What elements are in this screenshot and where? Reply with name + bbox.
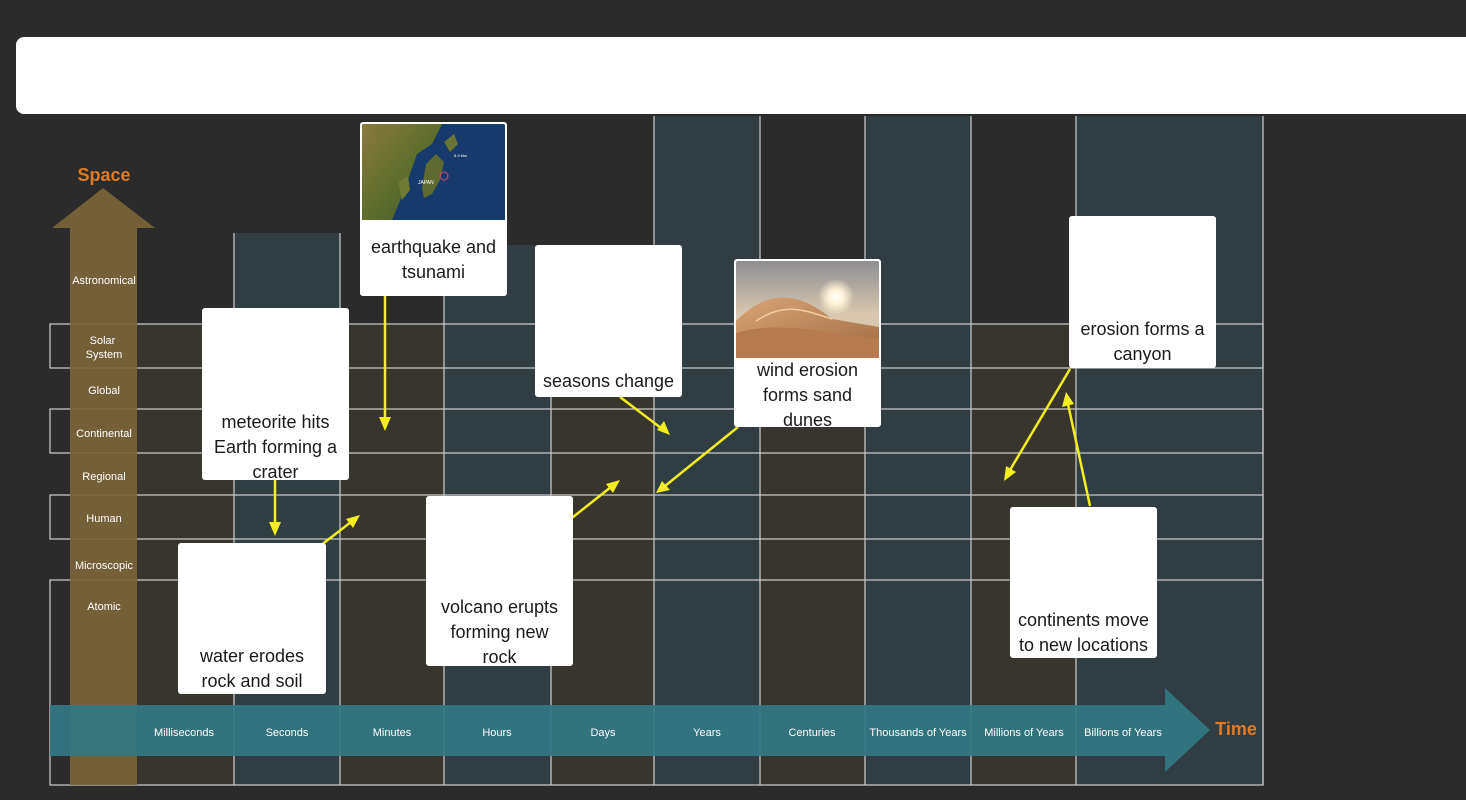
space-level-regional: Regional (82, 471, 125, 483)
time-level-minutes: Minutes (373, 727, 412, 739)
card-seasons[interactable]: seasons change (535, 245, 682, 397)
svg-text:8.9 Mw: 8.9 Mw (454, 153, 467, 158)
time-level-millions-of-years: Millions of Years (984, 727, 1064, 739)
space-level-continental: Continental (76, 428, 132, 440)
connector-dunes-down (656, 426, 739, 493)
card-meteorite[interactable]: meteorite hits Earth forming a crater (202, 308, 349, 480)
time-level-milliseconds: Milliseconds (154, 727, 214, 739)
connector-seasons-down (619, 396, 670, 435)
connector-canyon-down (1004, 368, 1072, 481)
time-level-hours: Hours (482, 727, 512, 739)
space-level-atomic: Atomic (87, 601, 121, 613)
space-level-human: Human (86, 513, 121, 525)
desert-sand-dune-image (736, 261, 879, 358)
space-axis-arrow (52, 188, 155, 785)
card-volcano-text: volcano erupts forming new rock (440, 597, 559, 666)
time-level-thousands-of-years: Thousands of Years (869, 727, 967, 739)
card-water-erosion-text: water erodes rock and soil (199, 646, 305, 691)
card-volcano[interactable]: volcano erupts forming new rock (426, 496, 573, 666)
japan-satellite-map-image: JAPAN 8.9 Mw (362, 124, 505, 220)
card-earthquake[interactable]: JAPAN 8.9 Mw earthquake and tsunami (360, 122, 507, 296)
space-level-astronomical: Astronomical (72, 275, 136, 287)
space-level-global: Global (88, 385, 120, 397)
time-level-billions-of-years: Billions of Years (1084, 727, 1162, 739)
time-axis-arrow (50, 688, 1210, 772)
card-canyon[interactable]: erosion forms a canyon (1069, 216, 1216, 368)
time-level-centuries: Centuries (788, 727, 836, 739)
title-bar[interactable] (16, 37, 1466, 114)
space-level-labels: Astronomical Solar System Global Contine… (72, 275, 136, 613)
card-water-erosion[interactable]: water erodes rock and soil (178, 543, 326, 694)
time-level-seconds: Seconds (266, 727, 309, 739)
connector-meteorite-down (269, 479, 281, 536)
time-level-days: Days (590, 727, 616, 739)
space-level-solar-system: Solar System (86, 335, 123, 361)
time-axis-label: Time (1215, 719, 1257, 739)
card-continents-text: continents move to new locations (1017, 610, 1150, 655)
time-level-labels: Milliseconds Seconds Minutes Hours Days … (154, 727, 1162, 739)
column-band-thousands (865, 116, 971, 785)
space-level-system: System (86, 349, 123, 361)
connectors (269, 296, 1092, 557)
svg-text:JAPAN: JAPAN (418, 180, 434, 186)
card-wind-erosion-text: wind erosion forms sand dunes (756, 360, 859, 427)
card-earthquake-text: earthquake and tsunami (370, 237, 497, 282)
space-level-microscopic: Microscopic (75, 560, 134, 572)
card-continents[interactable]: continents move to new locations (1010, 507, 1157, 658)
card-wind-erosion[interactable]: wind erosion forms sand dunes (734, 259, 881, 427)
space-level-solar: Solar (90, 335, 116, 347)
card-seasons-text: seasons change (542, 371, 675, 391)
connector-volcano-to-days (567, 480, 620, 522)
connector-earthquake-down (379, 296, 391, 431)
space-axis-label: Space (77, 165, 130, 185)
connector-continents-up (1062, 392, 1092, 507)
card-meteorite-text: meteorite hits Earth forming a crater (213, 412, 338, 480)
time-level-years: Years (693, 727, 721, 739)
card-canyon-text: erosion forms a canyon (1080, 319, 1205, 364)
